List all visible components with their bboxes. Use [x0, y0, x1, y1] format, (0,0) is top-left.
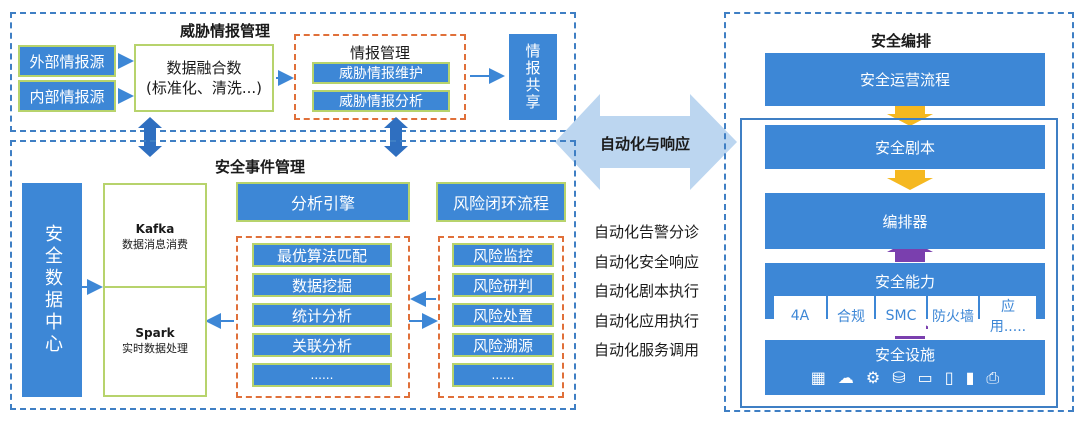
threat-intel-section [10, 12, 576, 132]
security-ops-process: 安全运营流程 [765, 53, 1045, 106]
server-icon: ▦ [810, 368, 826, 387]
security-facility-title: 安全设施 [874, 346, 935, 364]
kafka-desc: 数据消息消费 [122, 238, 188, 251]
ability-item: SMC [876, 296, 926, 336]
analysis-engine-list: 最优算法匹配 数据挖掘 统计分析 关联分析 ...... [252, 243, 392, 387]
cloud-icon: ☁ [837, 368, 854, 387]
engine-item: 统计分析 [252, 303, 392, 327]
risk-loop-header: 风险闭环流程 [436, 182, 566, 222]
risk-item: ...... [452, 363, 554, 387]
intel-management-box [294, 34, 466, 120]
ability-item: 合规 [828, 296, 874, 336]
intel-management-title: 情报管理 [349, 44, 410, 62]
analysis-engine-box [236, 236, 410, 398]
security-ability-title: 安全能力 [874, 273, 935, 291]
phone-icon: ▮ [965, 368, 975, 387]
spark-name: Spark [135, 326, 175, 340]
automation-item: 自动化服务调用 [594, 341, 700, 359]
threat-intel-title: 威胁情报管理 [179, 22, 270, 40]
data-fusion-label: 数据融合数 [166, 59, 242, 77]
automation-item: 自动化安全响应 [594, 252, 700, 271]
security-event-title: 安全事件管理 [214, 158, 305, 176]
ability-item: 4A [774, 296, 826, 336]
security-playbook: 安全剧本 [765, 125, 1045, 169]
ability-items: 4A 合规 SMC 防火墙 应用..... [774, 296, 1036, 336]
mobile-icon: ▯ [944, 368, 954, 387]
ability-item: 应用..... [980, 296, 1036, 336]
risk-item: 风险研判 [452, 273, 554, 297]
orchestrator: 编排器 [765, 193, 1045, 249]
orchestration-title: 安全编排 [870, 32, 931, 50]
intel-share: 情报共享 [509, 34, 557, 120]
external-intel-source: 外部情报源 [18, 45, 116, 77]
kafka-name: Kafka [135, 222, 175, 236]
kafka-block: Kafka 数据消息消费 [105, 222, 205, 252]
database-icon: ⛁ [892, 368, 906, 387]
data-fusion-desc: (标准化、清洗...) [145, 79, 262, 97]
orchestration-section [724, 12, 1074, 412]
engine-item: ...... [252, 363, 392, 387]
security-facility: 安全设施 ▦ ☁ ⚙ ⛁ ▭ ▯ ▮ ⎙ [765, 340, 1045, 395]
analysis-engine-header: 分析引擎 [236, 182, 410, 222]
data-fusion-box: 数据融合数 (标准化、清洗...) [134, 44, 274, 112]
security-ability: 安全能力 4A 合规 SMC 防火墙 应用..... [765, 263, 1045, 336]
risk-loop-list: 风险监控 风险研判 风险处置 风险溯源 ...... [452, 243, 554, 387]
automation-item: 自动化剧本执行 [594, 282, 700, 300]
printer-icon: ⎙ [986, 368, 1000, 387]
intel-analysis: 威胁情报分析 [312, 90, 450, 112]
risk-item: 风险处置 [452, 303, 554, 327]
engine-item: 最优算法匹配 [252, 243, 392, 267]
processing-divider [105, 286, 205, 288]
security-data-center: 安全数据中心 [22, 183, 82, 397]
engine-item: 关联分析 [252, 333, 392, 357]
processing-panel [103, 183, 207, 397]
network-icon: ⚙ [865, 368, 881, 387]
engine-item: 数据挖掘 [252, 273, 392, 297]
monitor-icon: ▭ [917, 368, 933, 387]
spark-desc: 实时数据处理 [122, 342, 188, 355]
automation-item: 自动化告警分诊 [594, 223, 700, 241]
facility-icons: ▦ ☁ ⚙ ⛁ ▭ ▯ ▮ ⎙ [811, 368, 999, 388]
automation-title: 自动化与响应 [599, 135, 690, 153]
risk-item: 风险监控 [452, 243, 554, 267]
orchestration-inner-frame [740, 118, 1058, 408]
automation-item: 自动化应用执行 [594, 311, 700, 330]
internal-intel-source: 内部情报源 [18, 80, 116, 112]
security-event-section [10, 140, 576, 410]
risk-loop-box [438, 236, 564, 398]
automation-list: 自动化告警分诊 自动化安全响应 自动化剧本执行 自动化应用执行 自动化服务调用 [594, 218, 724, 366]
ability-item: 防火墙 [928, 296, 978, 336]
spark-block: Spark 实时数据处理 [105, 326, 205, 356]
intel-maintain: 威胁情报维护 [312, 62, 450, 84]
risk-item: 风险溯源 [452, 333, 554, 357]
